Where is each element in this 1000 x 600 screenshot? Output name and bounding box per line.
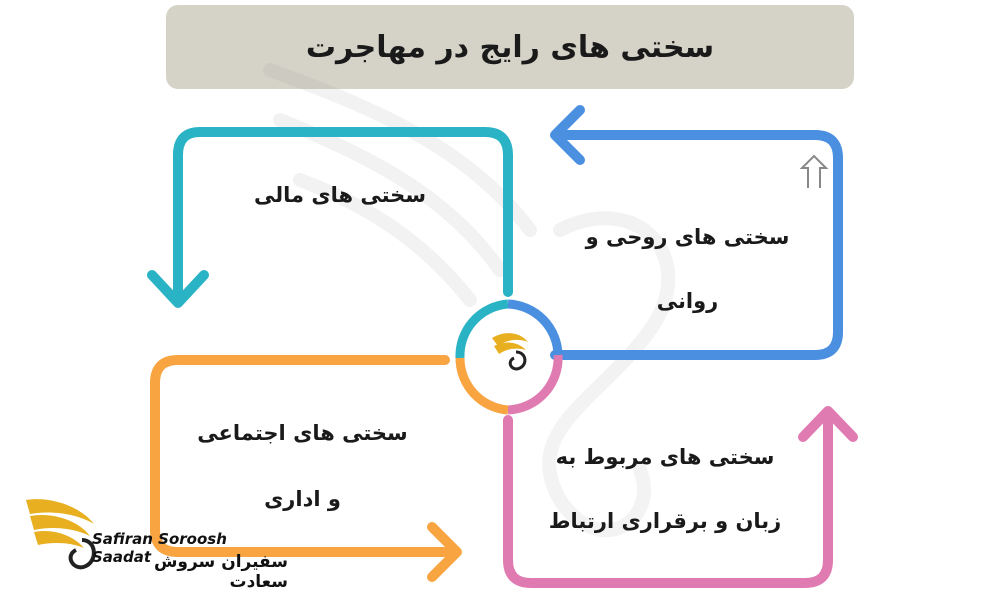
- psychological-label: سختی های روحی و روانی: [585, 225, 790, 313]
- psychological-arrow-head: [550, 105, 585, 165]
- language-cycle-line: [503, 407, 833, 588]
- center-logo-icon: [492, 333, 528, 371]
- financial-arrow-head: [147, 270, 209, 308]
- diagram-title: سختی های رایج در مهاجرت: [305, 29, 715, 65]
- upload-arrow-icon: [799, 154, 829, 188]
- language-arrow-head: [798, 406, 858, 442]
- title-banner: سختی های رایج در مهاجرت: [166, 5, 854, 89]
- center-ring: [455, 299, 563, 415]
- financial-label: سختی های مالی: [254, 183, 426, 207]
- brand-logo-icon: [26, 499, 96, 570]
- financial-cycle-line: [173, 127, 513, 307]
- social-arrow-head: [427, 522, 462, 582]
- language-label: سختی های مربوط به زبان و برقراری ارتباط: [548, 445, 782, 533]
- social-label: سختی های اجتماعی و اداری: [197, 421, 408, 511]
- brand-name-english: Safiran Soroosh Saadat: [92, 530, 227, 566]
- social-cycle-line: [150, 355, 460, 557]
- brand-logo: Safiran Soroosh Saadat سفیران سروش سعادت: [18, 492, 288, 592]
- psychological-cycle-line: [550, 130, 843, 360]
- brand-name-persian: سفیران سروش سعادت: [153, 552, 288, 592]
